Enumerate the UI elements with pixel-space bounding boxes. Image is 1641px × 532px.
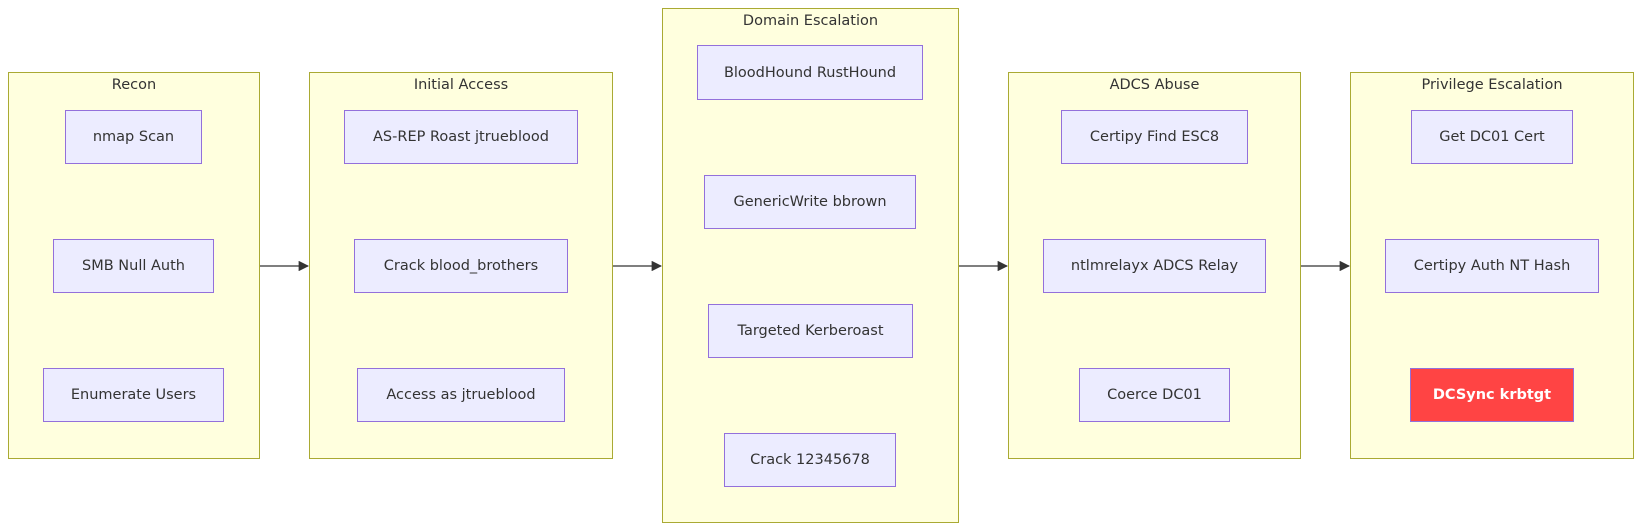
cluster-title-recon: Recon: [111, 77, 157, 93]
node-crack-blood-brothers[interactable]: Crack blood_brothers: [354, 239, 568, 293]
node-enumerate-users[interactable]: Enumerate Users: [43, 368, 224, 422]
cluster-title-privilege-escalation: Privilege Escalation: [1421, 77, 1563, 93]
node-nmap-scan[interactable]: nmap Scan: [65, 110, 202, 164]
cluster-title-adcs-abuse: ADCS Abuse: [1109, 77, 1200, 93]
node-certipy-auth[interactable]: Certipy Auth NT Hash: [1385, 239, 1599, 293]
node-access-jtrueblood[interactable]: Access as jtrueblood: [357, 368, 565, 422]
node-certipy-find[interactable]: Certipy Find ESC8: [1061, 110, 1248, 164]
node-crack-12345678[interactable]: Crack 12345678: [724, 433, 896, 487]
node-smb-null-auth[interactable]: SMB Null Auth: [53, 239, 214, 293]
node-coerce-dc01[interactable]: Coerce DC01: [1079, 368, 1230, 422]
node-asrep-roast[interactable]: AS-REP Roast jtrueblood: [344, 110, 578, 164]
node-dcsync-krbtgt[interactable]: DCSync krbtgt: [1410, 368, 1574, 422]
node-targeted-kerberoast[interactable]: Targeted Kerberoast: [708, 304, 913, 358]
cluster-title-initial-access: Initial Access: [413, 77, 509, 93]
node-genericwrite[interactable]: GenericWrite bbrown: [704, 175, 916, 229]
node-get-dc01-cert[interactable]: Get DC01 Cert: [1411, 110, 1573, 164]
cluster-title-domain-escalation: Domain Escalation: [742, 13, 879, 29]
node-ntlmrelayx[interactable]: ntlmrelayx ADCS Relay: [1043, 239, 1266, 293]
node-bloodhound[interactable]: BloodHound RustHound: [697, 45, 923, 100]
